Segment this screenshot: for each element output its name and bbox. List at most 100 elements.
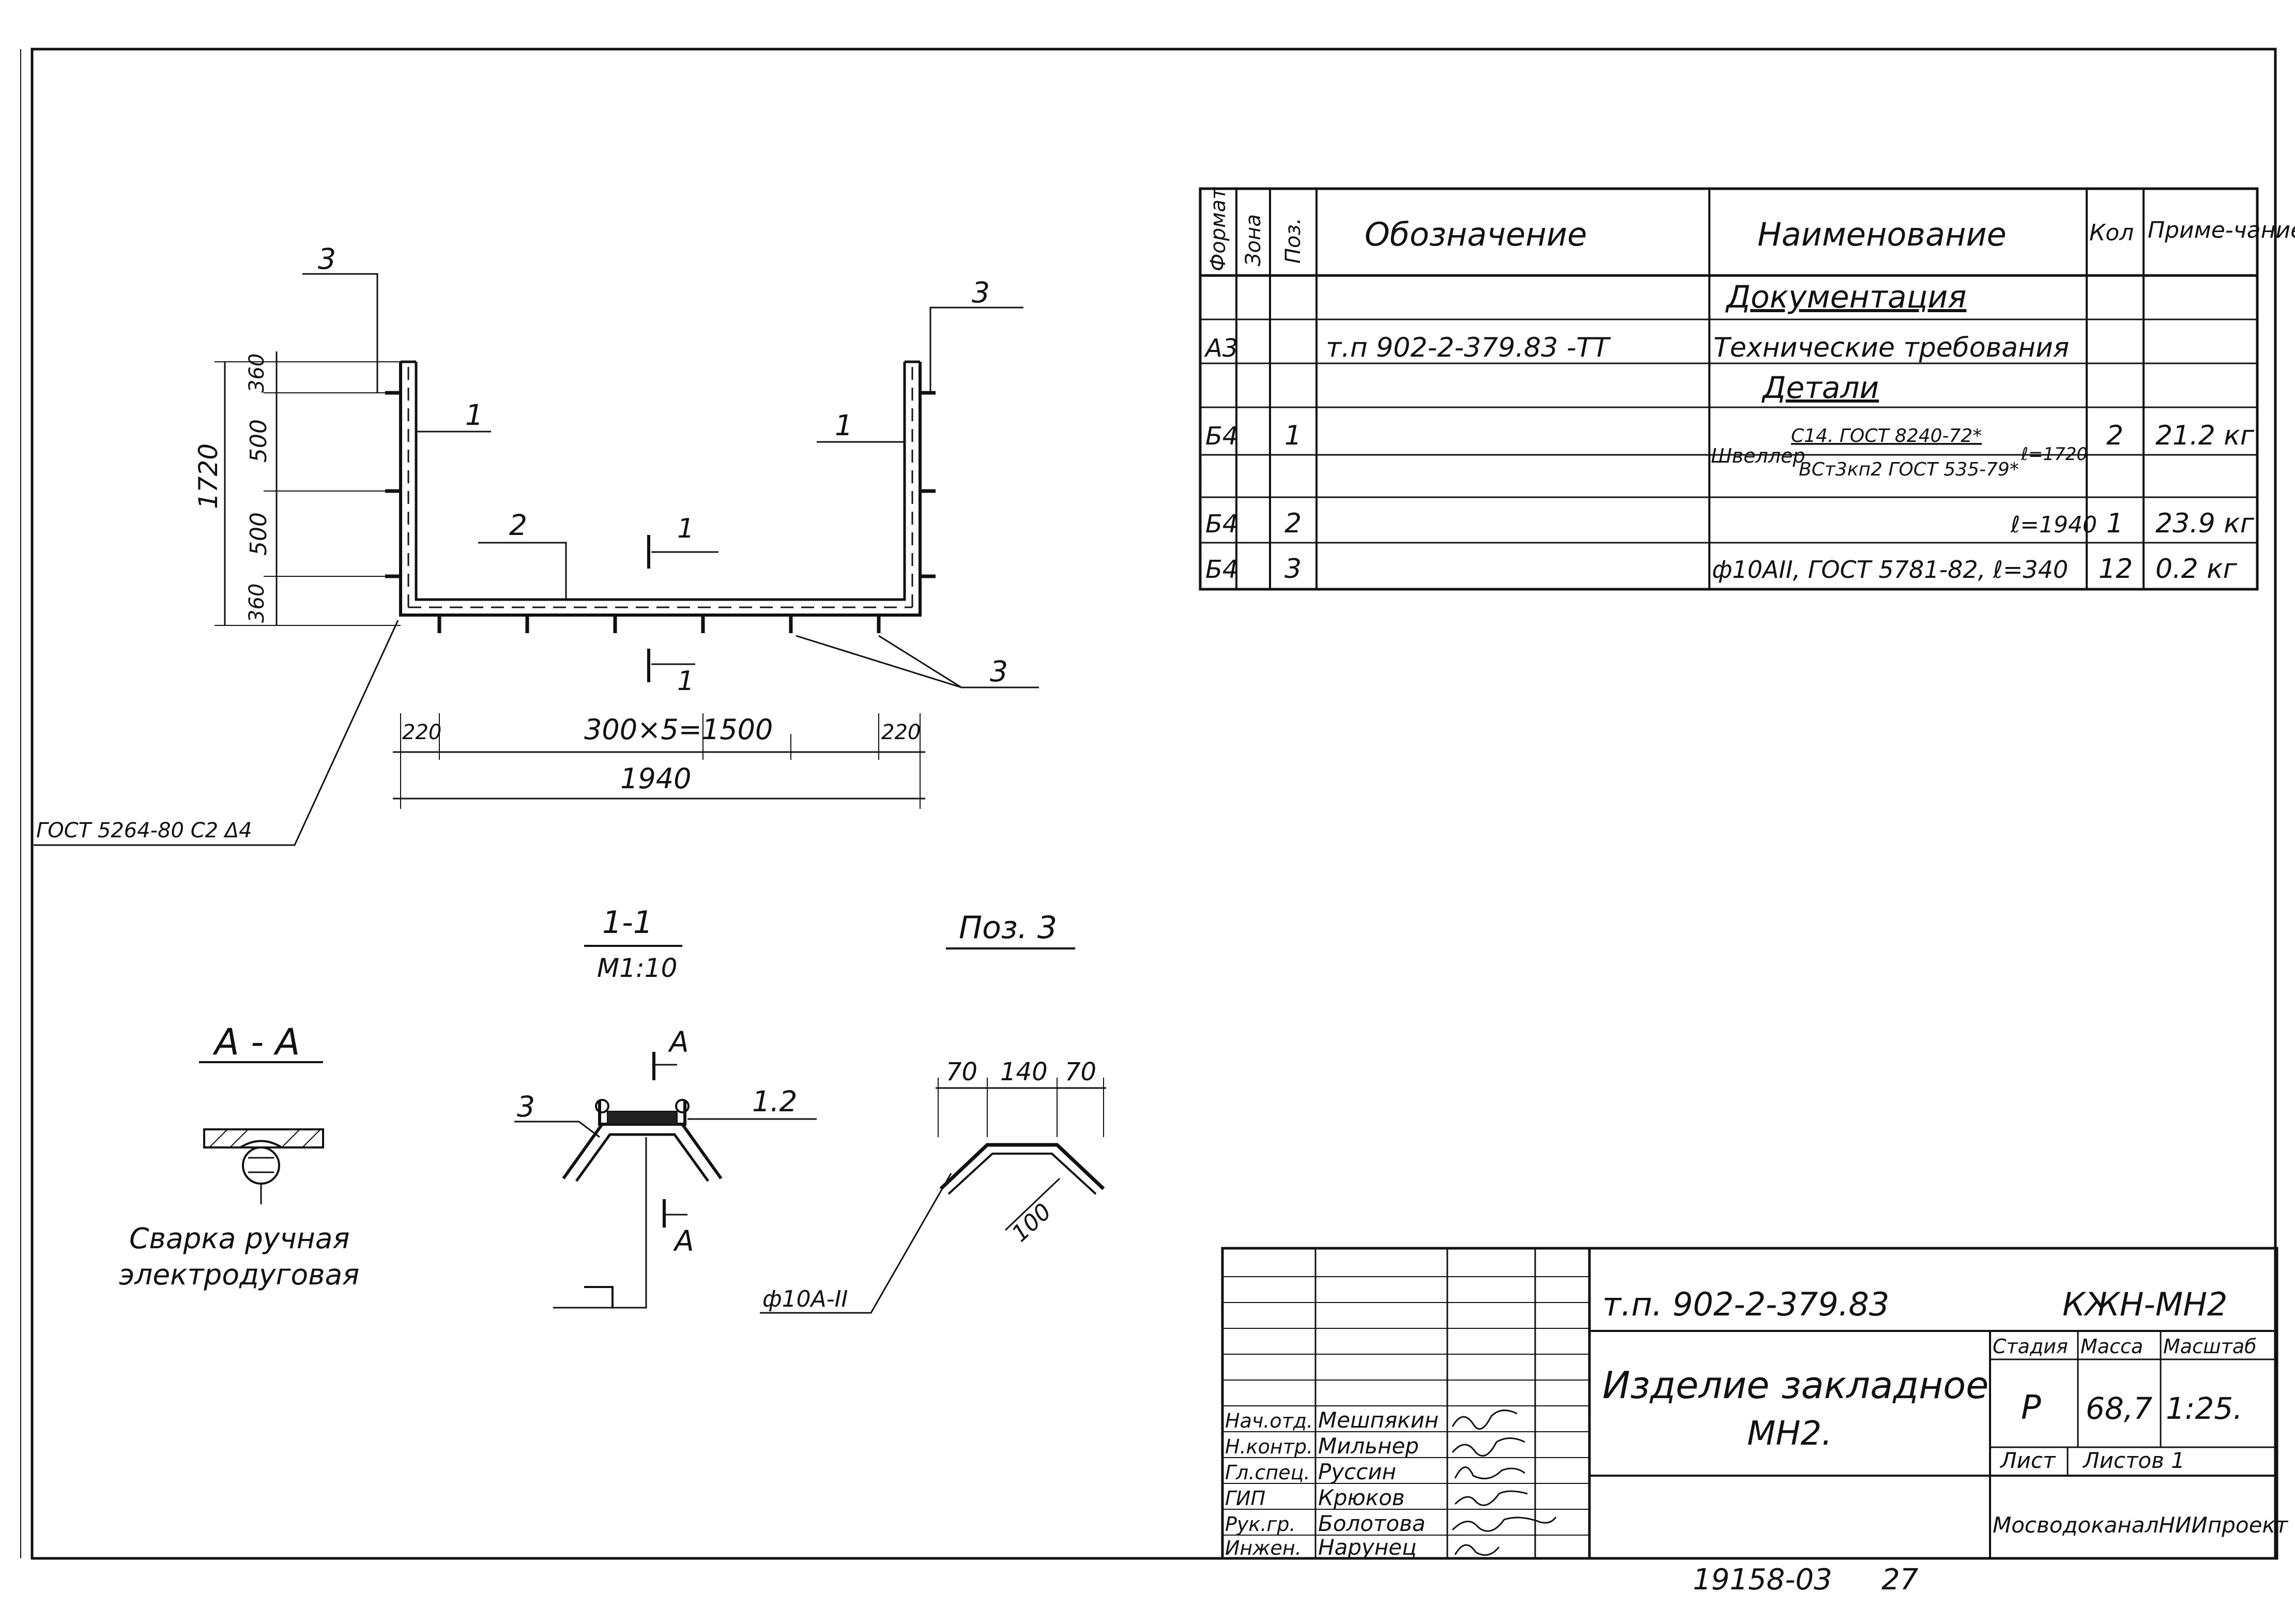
bar-pos3-inner [947,1153,1097,1195]
dim-220-left: 220 [402,721,441,744]
row-3-pos: 2 [1284,508,1302,539]
tb-name-3: Руссин [1318,1459,1396,1484]
signature [1451,1437,1525,1457]
section-documents: Документация [1725,279,1966,315]
leader-pos2 [478,542,567,600]
label-pos3-bottom: 3 [990,655,1008,688]
weld-note: ГОСТ 5264-80 С2 Δ4 [36,819,252,842]
header-qty: Кол [2089,220,2134,246]
main-view: 3 3 1 1 2 3 1 1 1720 360 500 500 360 [34,242,1039,846]
tb-org: МосводоканалНИИпроект [1993,1512,2289,1538]
dim-220-right: 220 [881,721,921,744]
sec11-label-3: 3 [517,1090,535,1123]
leader-pos3-bar [760,1173,952,1314]
tb-sheets-label: Листов 1 [2082,1448,2185,1473]
bar-pos3-outer [939,1143,1105,1190]
tb-mass: 68,7 [2086,1391,2152,1426]
section-aa-title: А - А [212,1021,300,1063]
signature [1451,1409,1518,1430]
tb-stage-label: Стадия [1993,1335,2068,1358]
signature [1454,1466,1525,1480]
dim-300x5: 300×5=1500 [584,713,773,746]
tb-stage: Р [2021,1389,2041,1427]
footer-page: 27 [1881,1563,1919,1597]
section-11-scale: М1:10 [597,953,677,983]
row-2-format: Б4 [1205,422,1238,451]
sec11-label-12: 1.2 [752,1085,797,1118]
dim-360-bottom: 360 [245,584,269,623]
bar-section [242,1146,280,1185]
leader-pos3-right [929,307,1023,393]
dim-1940: 1940 [620,762,691,795]
tb-scale-label: Масштаб [2163,1335,2257,1358]
row-2-pos: 1 [1284,420,1302,451]
bar-bend-inner [575,1133,710,1182]
label-pos3-left: 3 [318,242,336,275]
leader-weld [34,620,399,846]
leader-pos3-left [302,273,378,393]
dim-1720: 1720 [193,443,223,509]
signature [1454,1544,1500,1556]
title-block-border [1221,1247,2278,1560]
row-2-note: 21.2 кг [2155,420,2255,451]
row-4-qty: 12 [2099,554,2133,585]
section-mark-bottom-label: 1 [677,666,694,697]
row-1-format: А3 [1204,334,1238,363]
label-pos2: 2 [509,509,527,542]
channel-web [607,1111,678,1125]
pos3-dim-70-left: 70 [946,1058,977,1086]
row-2-name-line1: С14. ГОСТ 8240-72* [1791,425,1982,447]
row-4-name: ф10АII, ГОСТ 5781-82, ℓ=340 [1712,556,2068,584]
row-2-name-prefix: Швеллер [1711,445,1806,467]
section-details: Детали [1761,370,1879,405]
row-4-note: 0.2 кг [2155,554,2238,585]
row-4-format: Б4 [1205,555,1238,584]
row-2-name-line2: ВСт3кп2 ГОСТ 535-79* [1799,459,2019,480]
sec11-label-a-bottom: А [673,1224,694,1258]
channel-outline-inner [415,362,906,601]
sec11-label-a-top: А [668,1025,689,1059]
weld-bead [239,1140,283,1148]
row-3-name: ℓ=1940 [2010,512,2097,538]
section-aa-caption-2: электродуговая [119,1258,359,1291]
pos3-detail: Поз. 3 70 140 70 100 ф10А-II [760,910,1106,1314]
header-designation: Обозначение [1365,216,1587,253]
header-format: Формат [1206,187,1230,271]
signature [1454,1490,1528,1506]
tb-title-line1: Изделие закладное [1602,1363,1988,1407]
pos3-dim-140: 140 [1000,1058,1048,1086]
tb-role-2: Н.контр. [1225,1435,1313,1458]
tb-role-3: Гл.спец. [1225,1461,1310,1484]
row-1-designation: т.п 902-2-379.83 -ТТ [1326,332,1611,363]
signature [1451,1516,1557,1532]
footer-number: 19158-03 [1693,1563,1832,1597]
pos3-dim-100: 100 [1007,1198,1057,1247]
header-name: Наименование [1757,216,2007,253]
leader-weld-sec [553,1137,647,1309]
tb-sheet-label: Лист [1999,1448,2056,1473]
dim-500-a: 500 [246,419,272,463]
title-block: т.п. 902-2-379.83 КЖН-МН2 Изделие заклад… [1221,1247,2289,1560]
row-3-note: 23.9 кг [2155,508,2255,539]
row-2-name-suffix: ℓ=1720 [2021,444,2088,465]
section-11-title: 1-1 [602,905,653,941]
sheet-frame [30,48,2277,1560]
header-zone: Зона [1242,214,1265,266]
weld-symbol [584,1286,614,1308]
row-4-pos: 3 [1284,554,1302,585]
section-aa-caption-1: Сварка ручная [129,1222,350,1255]
tb-code: т.п. 902-2-379.83 [1602,1285,1889,1323]
dim-360-top: 360 [245,354,269,393]
section-mark-top-label: 1 [677,513,694,544]
section-11: 1-1 М1:10 3 1.2 А А [514,905,817,1309]
channel-outline-outer [399,362,922,617]
tb-name-4: Крюков [1318,1485,1405,1510]
tb-scale: 1:25. [2166,1391,2243,1426]
bar-bend-outer [562,1123,723,1179]
pos3-title: Поз. 3 [959,910,1057,946]
row-2-qty: 2 [2106,420,2123,451]
header-pos: Поз. [1281,218,1305,264]
row-3-format: Б4 [1205,510,1238,539]
tb-role-1: Нач.отд. [1225,1409,1313,1432]
